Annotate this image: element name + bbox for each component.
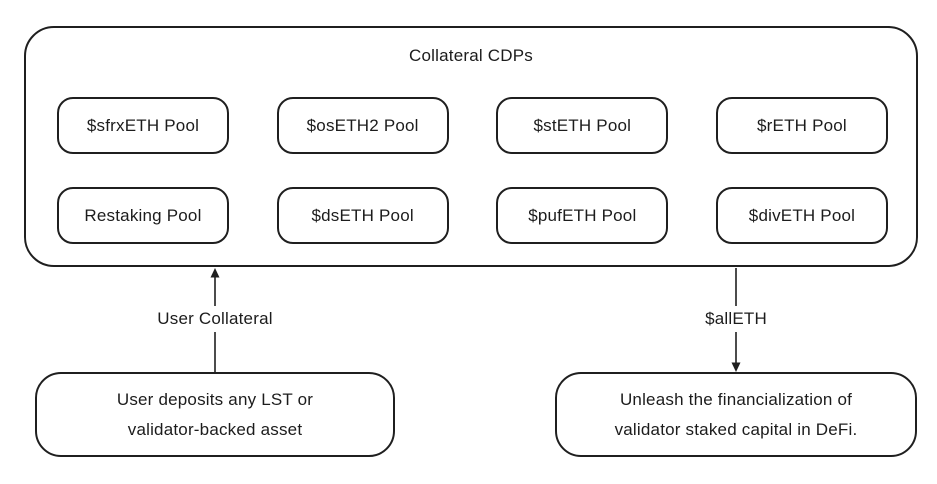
pool-dseth: $dsETH Pool <box>276 187 449 244</box>
unleash-financialization-note: Unleash the financialization of validato… <box>555 372 917 457</box>
pool-pufeth: $pufETH Pool <box>496 187 669 244</box>
user-collateral-label: User Collateral <box>149 306 281 332</box>
note-line-1: Unleash the financialization of <box>619 389 853 409</box>
user-deposit-note: User deposits any LST or validator-backe… <box>35 372 395 457</box>
note-line-2: validator staked capital in DeFi. <box>614 419 858 439</box>
note-line-1: User deposits any LST or <box>116 389 314 409</box>
pool-oseth2: $osETH2 Pool <box>276 97 449 154</box>
pool-restaking: Restaking Pool <box>57 187 229 244</box>
pool-diveth: $divETH Pool <box>715 187 888 244</box>
pool-reth: $rETH Pool <box>715 97 888 154</box>
pool-steth: $stETH Pool <box>496 97 669 154</box>
pool-row-2: Restaking Pool $dsETH Pool $pufETH Pool … <box>57 187 888 244</box>
note-line-2: validator-backed asset <box>127 419 303 439</box>
pool-row-1: $sfrxETH Pool $osETH2 Pool $stETH Pool $… <box>57 97 888 154</box>
alleth-label: $allETH <box>697 306 775 332</box>
pool-sfrxeth: $sfrxETH Pool <box>57 97 229 154</box>
collateral-cdps-title: Collateral CDPs <box>409 46 533 65</box>
collateral-cdps-container: Collateral CDPs $sfrxETH Pool $osETH2 Po… <box>24 26 918 267</box>
